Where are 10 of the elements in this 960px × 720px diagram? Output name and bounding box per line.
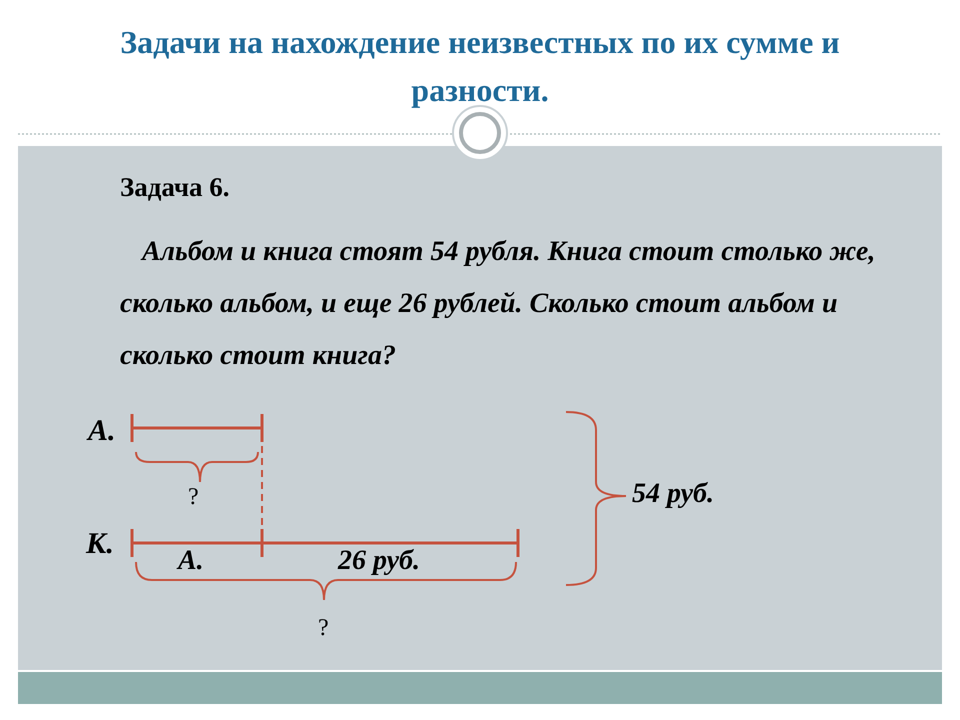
sum-label: 54 руб. <box>632 478 714 510</box>
segment-label: А. <box>178 545 204 577</box>
question-mark: ? <box>188 484 199 511</box>
question-mark: ? <box>318 615 329 642</box>
segment-label: А. <box>88 414 116 448</box>
task-heading: Задача 6. <box>120 172 230 203</box>
slide-title: Задачи на нахождение неизвестных по их сумме и разности. <box>119 23 841 110</box>
segment-label: К. <box>86 527 114 561</box>
segment-label: 26 руб. <box>338 545 420 577</box>
problem-text: Альбом и книга стоят 54 рубля. Книга стоит столько же, сколько альбом, и еще 26 рублей. Сколько стоит альбом и сколько стоит книга? <box>120 235 876 373</box>
